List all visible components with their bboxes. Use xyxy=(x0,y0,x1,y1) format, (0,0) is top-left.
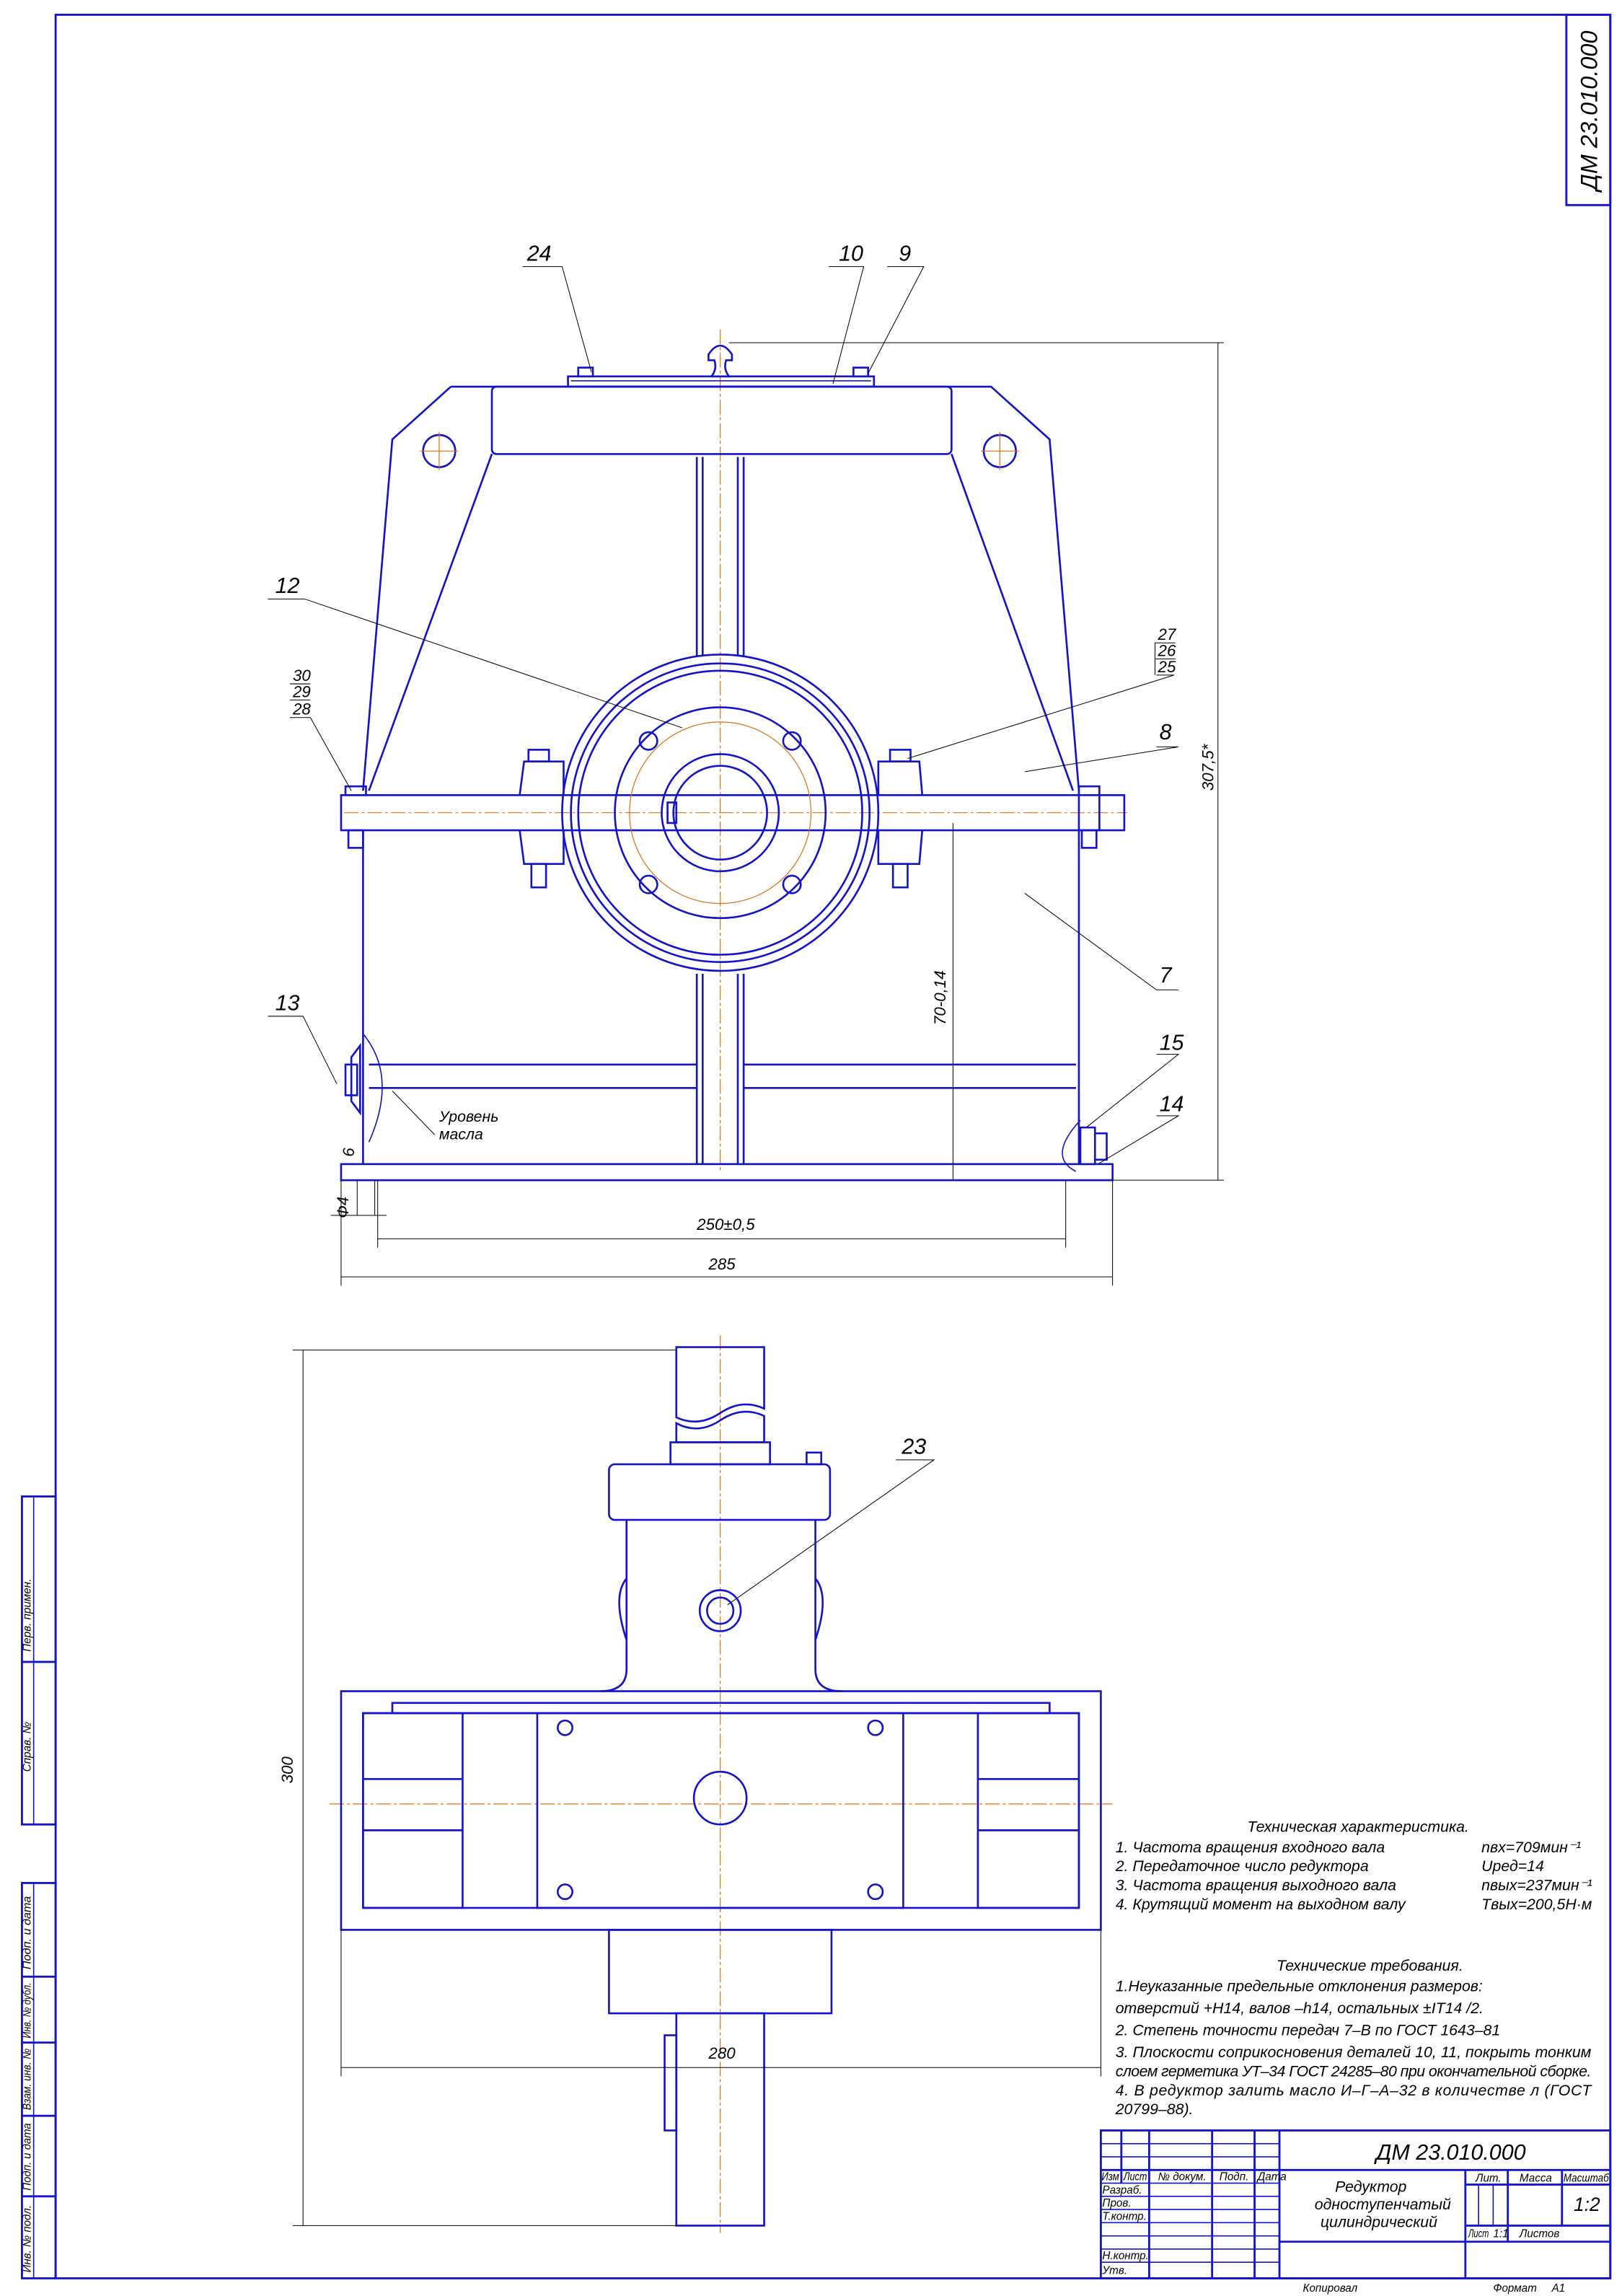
tech-requirements: Технические требования. 1.Неуказанные пр… xyxy=(1115,1957,1593,2118)
tech-char-value: nвх=709мин⁻¹ xyxy=(1481,1839,1581,1856)
tb-scale-value: 1:2 xyxy=(1574,2194,1600,2215)
dim-axis-height: 70-0,14 xyxy=(931,970,949,1025)
callout-7: 7 xyxy=(1160,963,1173,988)
tb-header: Подп. xyxy=(1220,2170,1249,2183)
dim-width-total: 285 xyxy=(708,1255,736,1273)
callout-26: 26 xyxy=(1158,641,1176,659)
tech-characteristics: Техническая характеристика. 1. Частота в… xyxy=(1115,1818,1592,1913)
tech-char-item: 4. Крутящий момент на выходном валу xyxy=(1116,1896,1406,1913)
strip-label: Перв. примен. xyxy=(22,1579,34,1652)
tb-role: Пров. xyxy=(1102,2197,1131,2209)
callout-14: 14 xyxy=(1160,1092,1184,1117)
title-block: ДМ 23.010.000 Редуктор одноступенчатый ц… xyxy=(1099,2129,1612,2295)
callout-12: 12 xyxy=(276,573,300,598)
strip-label: Подп. и дата xyxy=(22,2123,34,2190)
callout-9: 9 xyxy=(899,241,911,265)
plan-dimensions: 300 280 xyxy=(278,1350,1101,2226)
tb-role: Н.контр. xyxy=(1102,2250,1148,2262)
breather xyxy=(708,344,733,378)
stamp-designation: ДМ 23.010.000 xyxy=(1576,31,1602,193)
tb-header: Лист xyxy=(1123,2170,1147,2183)
tech-char-item: 3. Частота вращения выходного вала xyxy=(1116,1877,1396,1894)
tb-lit-label: Лит. xyxy=(1475,2173,1502,2185)
strip-label: Справ. № xyxy=(22,1721,34,1772)
tech-char-item: 1. Частота вращения входного вала xyxy=(1116,1839,1385,1856)
callout-13: 13 xyxy=(276,991,300,1016)
tech-req-line: 20799–88). xyxy=(1115,2101,1194,2118)
drawing-title: одноступенчатый xyxy=(1315,2196,1451,2213)
tb-header: № докум. xyxy=(1158,2170,1207,2183)
tech-char-value: Tвых=200,5Н·м xyxy=(1481,1896,1592,1913)
tb-sheets-label: Листов xyxy=(1519,2228,1559,2240)
dim-height-total: 307,5* xyxy=(1199,743,1217,791)
tech-req-line: 4. В редуктор залить масло И–Г–А–32 в ко… xyxy=(1116,2082,1593,2099)
tech-char-value: Uред=14 xyxy=(1481,1857,1544,1875)
drawing-designation: ДМ 23.010.000 xyxy=(1374,2140,1526,2165)
oil-level-label: Уровень xyxy=(438,1108,498,1125)
tech-req-line: 2. Степень точности передач 7–В по ГОСТ … xyxy=(1115,2022,1501,2039)
callout-25: 25 xyxy=(1158,658,1176,676)
tb-scale-label: Масштаб xyxy=(1564,2173,1609,2185)
tech-req-line: слоем герметика УТ–34 ГОСТ 24285–80 при … xyxy=(1116,2062,1592,2080)
callout-27: 27 xyxy=(1158,625,1177,643)
dim-level-mark: 6 xyxy=(340,1148,358,1157)
strip-label: Подп. и дата xyxy=(22,1896,34,1969)
callout-29: 29 xyxy=(292,682,311,700)
front-view xyxy=(340,329,1127,1182)
callout-10: 10 xyxy=(839,241,863,265)
tb-format-value: А1 xyxy=(1551,2282,1566,2295)
dim-hole-diameter: Ф4 xyxy=(334,1197,352,1218)
callout-15: 15 xyxy=(1160,1031,1184,1055)
tb-role: Утв. xyxy=(1101,2264,1127,2277)
tech-char-value: nвых=237мин⁻¹ xyxy=(1481,1877,1592,1894)
tech-req-title: Технические требования. xyxy=(1277,1957,1463,1974)
tech-char-item: 2. Передаточное число редуктора xyxy=(1115,1857,1369,1875)
strip-label: Инв. № дубл. xyxy=(22,1982,34,2038)
front-dimensions: 307,5* 70-0,14 250±0,5 285 Ф4 6 Уровень … xyxy=(330,342,1224,1286)
callout-23: 23 xyxy=(901,1435,926,1459)
dim-bolt-span: 250±0,5 xyxy=(696,1215,755,1233)
tech-req-line: 3. Плоскости соприкосновения деталей 10,… xyxy=(1116,2044,1592,2061)
tb-role: Т.контр. xyxy=(1102,2210,1146,2222)
dim-plan-width: 280 xyxy=(708,2044,736,2062)
callouts: 24 10 9 12 27 26 25 30 29 28 8 7 13 15 1… xyxy=(268,241,1184,1606)
tech-req-line: 1.Неуказанные предельные отклонения разм… xyxy=(1116,1978,1483,1995)
tb-copied-label: Копировал xyxy=(1303,2282,1358,2295)
top-stamp: ДМ 23.010.000 xyxy=(1565,14,1612,206)
callout-28: 28 xyxy=(292,700,311,718)
tb-sheet-value: 1:1 xyxy=(1493,2228,1508,2240)
tech-req-line: отверстий +H14, валов –h14, остальных ±I… xyxy=(1116,2000,1484,2017)
strip-label: Инв. № подл. xyxy=(22,2205,34,2272)
tech-char-title: Техническая характеристика. xyxy=(1247,1818,1468,1835)
callout-30: 30 xyxy=(293,667,311,685)
callout-8: 8 xyxy=(1160,720,1172,744)
oil-level-label: масла xyxy=(439,1125,483,1143)
tb-header: Дата xyxy=(1256,2170,1287,2183)
sheet-frame xyxy=(54,14,1612,2279)
tb-header: Изм xyxy=(1101,2170,1119,2183)
strip-label: Взам. инв. № xyxy=(22,2048,34,2110)
tb-sheet-label: Лист xyxy=(1468,2228,1489,2240)
side-strip: Перв. примен. Справ. № Подп. и дата Инв.… xyxy=(21,1495,57,2279)
tb-role: Разраб. xyxy=(1102,2184,1142,2196)
dim-plan-height: 300 xyxy=(278,1756,296,1784)
callout-24: 24 xyxy=(526,241,552,265)
drawing-title: цилиндрический xyxy=(1321,2213,1437,2230)
drawing-title: Редуктор xyxy=(1335,2178,1406,2196)
plan-view xyxy=(329,1335,1113,2233)
tb-mass-label: Масса xyxy=(1520,2173,1552,2185)
tb-format-label: Формат xyxy=(1493,2282,1536,2295)
